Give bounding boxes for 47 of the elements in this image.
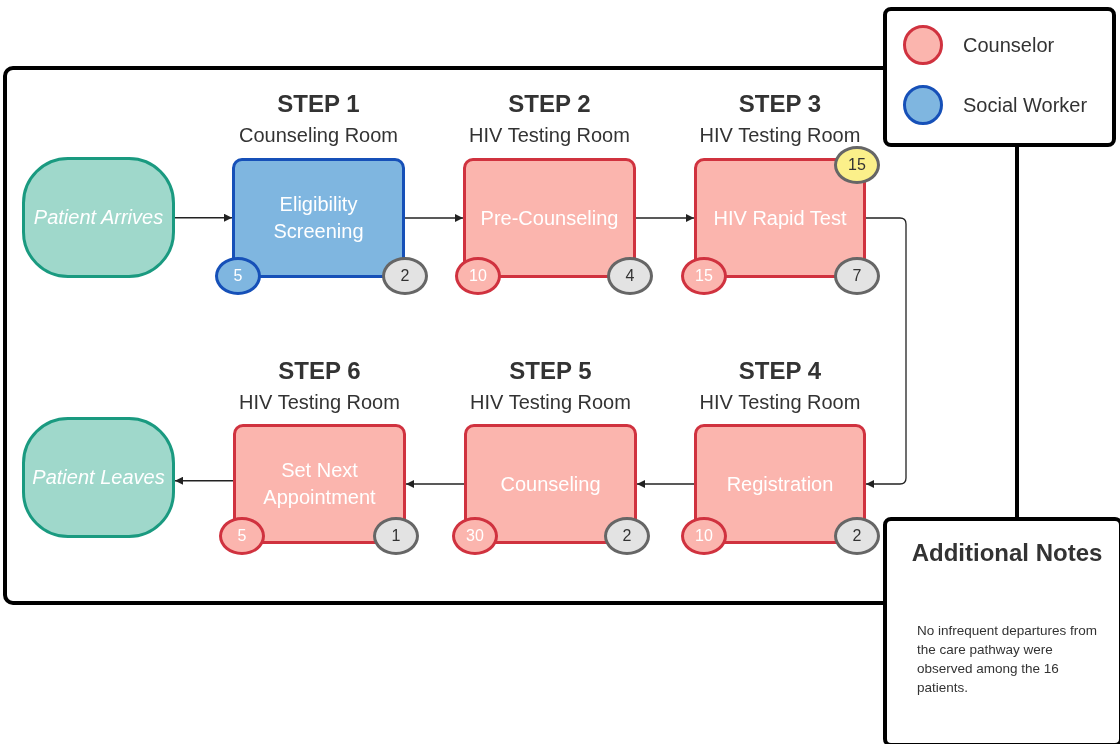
room-label: Counseling Room	[238, 124, 399, 147]
count-badge: 1	[373, 517, 419, 555]
count-badge: 30	[452, 517, 498, 555]
count-badge: 15	[834, 146, 880, 184]
step-heading: STEP 2	[507, 90, 592, 118]
arrow	[636, 480, 695, 488]
terminal-label: Patient Arrives	[33, 205, 164, 230]
count-badge: 5	[215, 257, 261, 295]
process-label: Counseling	[499, 471, 602, 497]
arrow	[405, 480, 465, 488]
count-badge: 2	[382, 257, 428, 295]
arrow	[174, 213, 233, 222]
step-heading: STEP 4	[737, 357, 823, 385]
process-label: Pre-Counseling	[479, 205, 620, 231]
arrow	[174, 476, 234, 485]
step-heading: STEP 1	[276, 90, 361, 118]
arrow	[635, 214, 695, 222]
count-badge: 15	[681, 257, 727, 295]
legend-label: Counselor	[963, 34, 1055, 57]
process-label: Registration	[725, 471, 835, 497]
count-badge: 2	[604, 517, 650, 555]
legend-label: Social Worker	[963, 94, 1088, 117]
step-heading: STEP 3	[737, 90, 823, 118]
count-badge: 2	[834, 517, 880, 555]
terminal-shape	[22, 417, 175, 538]
count-badge: 10	[455, 257, 501, 295]
terminal-label: Patient Leaves	[32, 465, 165, 490]
count-badge: 7	[834, 257, 880, 295]
count-badge: 4	[607, 257, 653, 295]
room-label: HIV Testing Room	[468, 124, 631, 147]
terminal-shape	[22, 157, 175, 278]
arrow	[404, 214, 464, 222]
room-label: HIV Testing Room	[698, 124, 862, 147]
process-label: Eligibility Screening	[272, 192, 365, 244]
room-label: HIV Testing Room	[698, 391, 862, 414]
notes-card	[883, 517, 1120, 744]
process-label: Set Next Appointment	[262, 458, 377, 510]
arrow	[865, 217, 907, 488]
process-label: HIV Rapid Test	[712, 205, 848, 231]
notes-heading: Additional Notes	[910, 538, 1104, 568]
room-label: HIV Testing Room	[238, 391, 401, 414]
step-heading: STEP 5	[508, 357, 593, 385]
notes-text: No infrequent departures from the care pathway were observed among the 16 patients.	[917, 622, 1099, 697]
count-badge: 10	[681, 517, 727, 555]
count-badge: 5	[219, 517, 265, 555]
step-heading: STEP 6	[277, 357, 362, 385]
room-label: HIV Testing Room	[469, 391, 632, 414]
